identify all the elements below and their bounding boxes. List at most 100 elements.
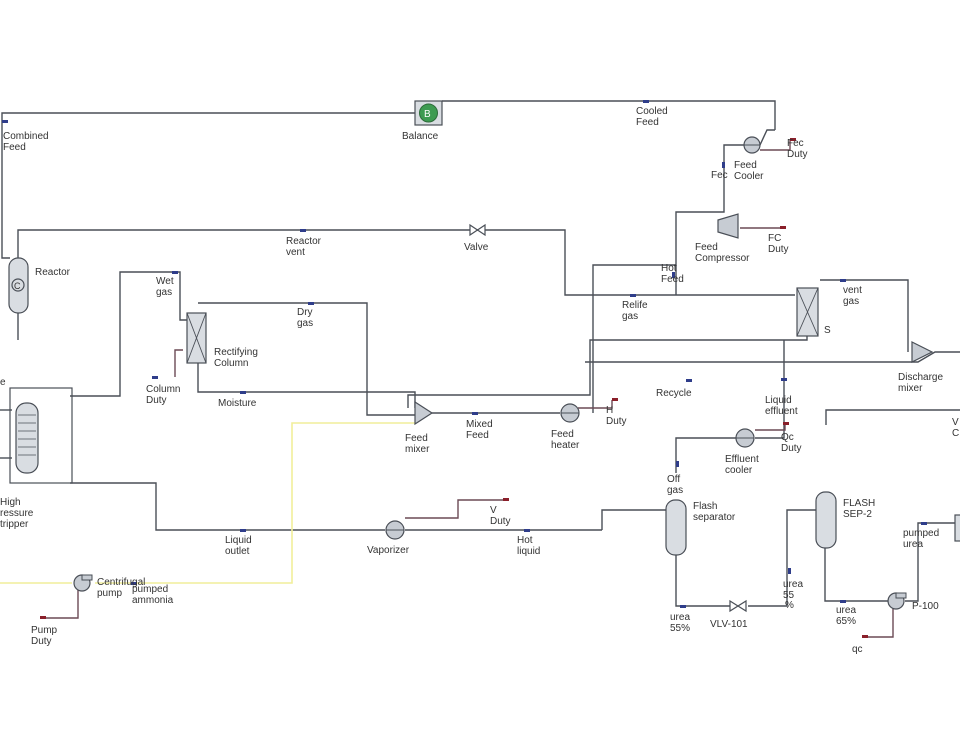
compressor-icon[interactable] [717, 213, 739, 239]
flag-wet-gas [172, 271, 178, 274]
flag-urea65 [840, 600, 846, 603]
stripper-icon[interactable] [9, 387, 73, 484]
mixer-icon[interactable] [911, 341, 934, 363]
separator-icon[interactable] [665, 499, 687, 556]
separator-icon[interactable] [815, 491, 837, 549]
label-vlv101: VLV-101 [710, 619, 748, 630]
label-qc: qc [852, 644, 863, 655]
flag-fec [722, 162, 725, 168]
separator-icon[interactable] [796, 287, 819, 337]
flag-dry-gas [308, 302, 314, 305]
flag-vent [840, 279, 846, 282]
pump-icon[interactable] [887, 592, 907, 610]
energy-streams [42, 140, 894, 638]
pipe-fec [722, 144, 745, 213]
svg-text:B: B [424, 109, 431, 120]
pipe-liquid-outlet [70, 482, 385, 531]
energy-column-duty [174, 349, 183, 377]
pipe-reactor-vent [17, 229, 795, 296]
pipe-effluent-cooler-in [755, 420, 785, 439]
heater-icon[interactable] [560, 403, 580, 423]
stream-flags [2, 100, 927, 638]
pipe-flash-bottom [675, 555, 730, 607]
energy-qc-duty [755, 425, 786, 431]
flag-urea55b [788, 568, 791, 574]
flag-pumped-ammonia [131, 582, 137, 585]
pipe-vent-gas [820, 279, 909, 352]
pipe-recycle [407, 300, 808, 408]
label-fec: Fec [711, 170, 728, 181]
flag-urea55 [680, 605, 686, 608]
energy-h-duty [578, 400, 613, 409]
reactor-icon[interactable]: C [8, 257, 29, 314]
label-valve: Valve [464, 242, 489, 253]
flag-column-duty [152, 376, 158, 379]
flag-moisture [240, 391, 246, 394]
energy-v-duty [405, 499, 508, 519]
pipe-flash-feed [601, 509, 666, 530]
pipe-cooled-feed [442, 100, 776, 130]
pump-icon[interactable] [73, 574, 93, 592]
pipe-combined-feed [1, 112, 415, 259]
flag-pumped-urea [921, 522, 927, 525]
pipe-right-effluent [825, 409, 960, 425]
energy-qc [865, 605, 894, 638]
pipe-vlv-out [748, 509, 816, 607]
pipe-dry-gas [198, 302, 415, 416]
heater-icon[interactable] [385, 520, 405, 540]
column-icon[interactable] [186, 312, 207, 364]
energy-pump-duty [42, 590, 79, 619]
eflag-h-duty [612, 398, 618, 401]
pipe-hot-feed-s [592, 264, 676, 413]
eflag-fc-duty [780, 226, 786, 229]
mixer-icon[interactable] [414, 400, 434, 426]
flag-combined [2, 120, 8, 123]
label-vaporizer: Vaporizer [367, 545, 410, 556]
cooler-icon[interactable] [743, 136, 761, 154]
edge-unit [954, 514, 960, 542]
eflag-qc-duty [783, 422, 789, 425]
valve-icon[interactable] [469, 223, 486, 237]
flag-hot-feed [672, 272, 675, 278]
flag-cooled [643, 100, 649, 103]
pipe-hot-feed [675, 211, 722, 266]
ammonia-line [0, 422, 415, 584]
pipe-moisture [197, 363, 416, 408]
balance-icon[interactable]: B [414, 100, 443, 126]
cooler-icon[interactable] [735, 428, 755, 448]
flag-reactor-vent [300, 229, 306, 232]
flag-recycle [686, 379, 692, 382]
flag-mixed [472, 412, 478, 415]
label-edge-left: e [0, 377, 6, 388]
valve-icon[interactable] [729, 599, 747, 613]
label-reactor: Reactor [35, 267, 71, 278]
pipe-cooler-outlet [759, 129, 775, 146]
label-p100: P-100 [912, 601, 939, 612]
